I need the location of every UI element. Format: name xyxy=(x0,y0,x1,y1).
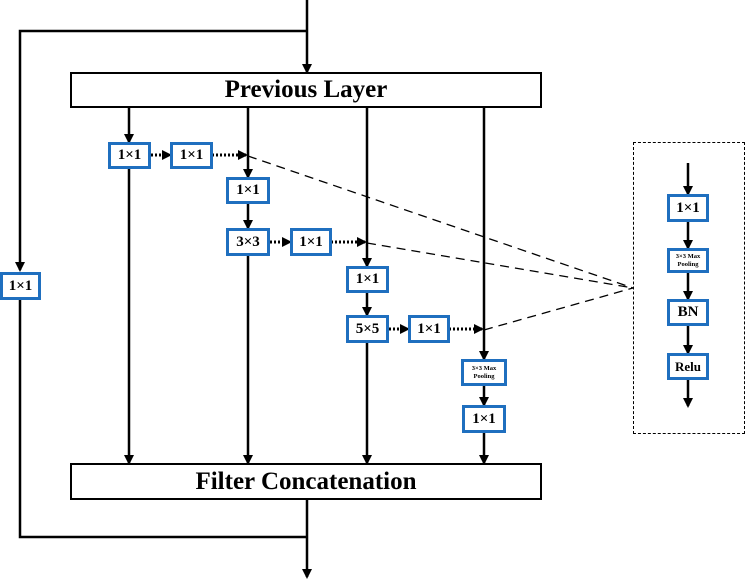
shortcut-top xyxy=(15,29,307,272)
previous-layer-bar: Previous Layer xyxy=(70,72,542,108)
branch2-conv1x1-b: 1×1 xyxy=(290,228,332,256)
branch3-conv5x5: 5×5 xyxy=(346,315,389,343)
detail-bn: BN xyxy=(667,299,709,326)
shortcut-conv1x1: 1×1 xyxy=(0,272,41,300)
branch2-conv3x3: 3×3 xyxy=(226,228,270,256)
detail-maxpool: 3×3 Max Pooling xyxy=(667,248,709,273)
detail-maxpool-line2: Pooling xyxy=(677,260,699,268)
dash-link-1 xyxy=(247,155,634,289)
branch1-conv1x1-b: 1×1 xyxy=(170,142,213,169)
filter-concatenation-bar: Filter Concatenation xyxy=(70,463,542,500)
shortcut-bottom xyxy=(18,300,307,539)
branch4-maxpool-line2: Pooling xyxy=(473,372,495,380)
branch4-maxpool: 3×3 Max Pooling xyxy=(461,359,507,386)
detail-frame xyxy=(633,142,745,434)
branch1-conv1x1-a: 1×1 xyxy=(108,142,151,169)
detail-conv1x1: 1×1 xyxy=(667,194,709,222)
detail-relu: Relu xyxy=(667,353,709,380)
branch2-conv1x1: 1×1 xyxy=(226,177,270,204)
branch4-maxpool-line1: 3×3 Max xyxy=(471,364,497,372)
branch3-conv1x1: 1×1 xyxy=(346,266,389,293)
dash-link-3 xyxy=(483,287,634,331)
branch4-conv1x1: 1×1 xyxy=(462,405,506,433)
branch3-conv1x1-b: 1×1 xyxy=(408,315,450,343)
detail-maxpool-line1: 3×3 Max xyxy=(675,252,701,260)
dash-link-2 xyxy=(366,242,634,289)
